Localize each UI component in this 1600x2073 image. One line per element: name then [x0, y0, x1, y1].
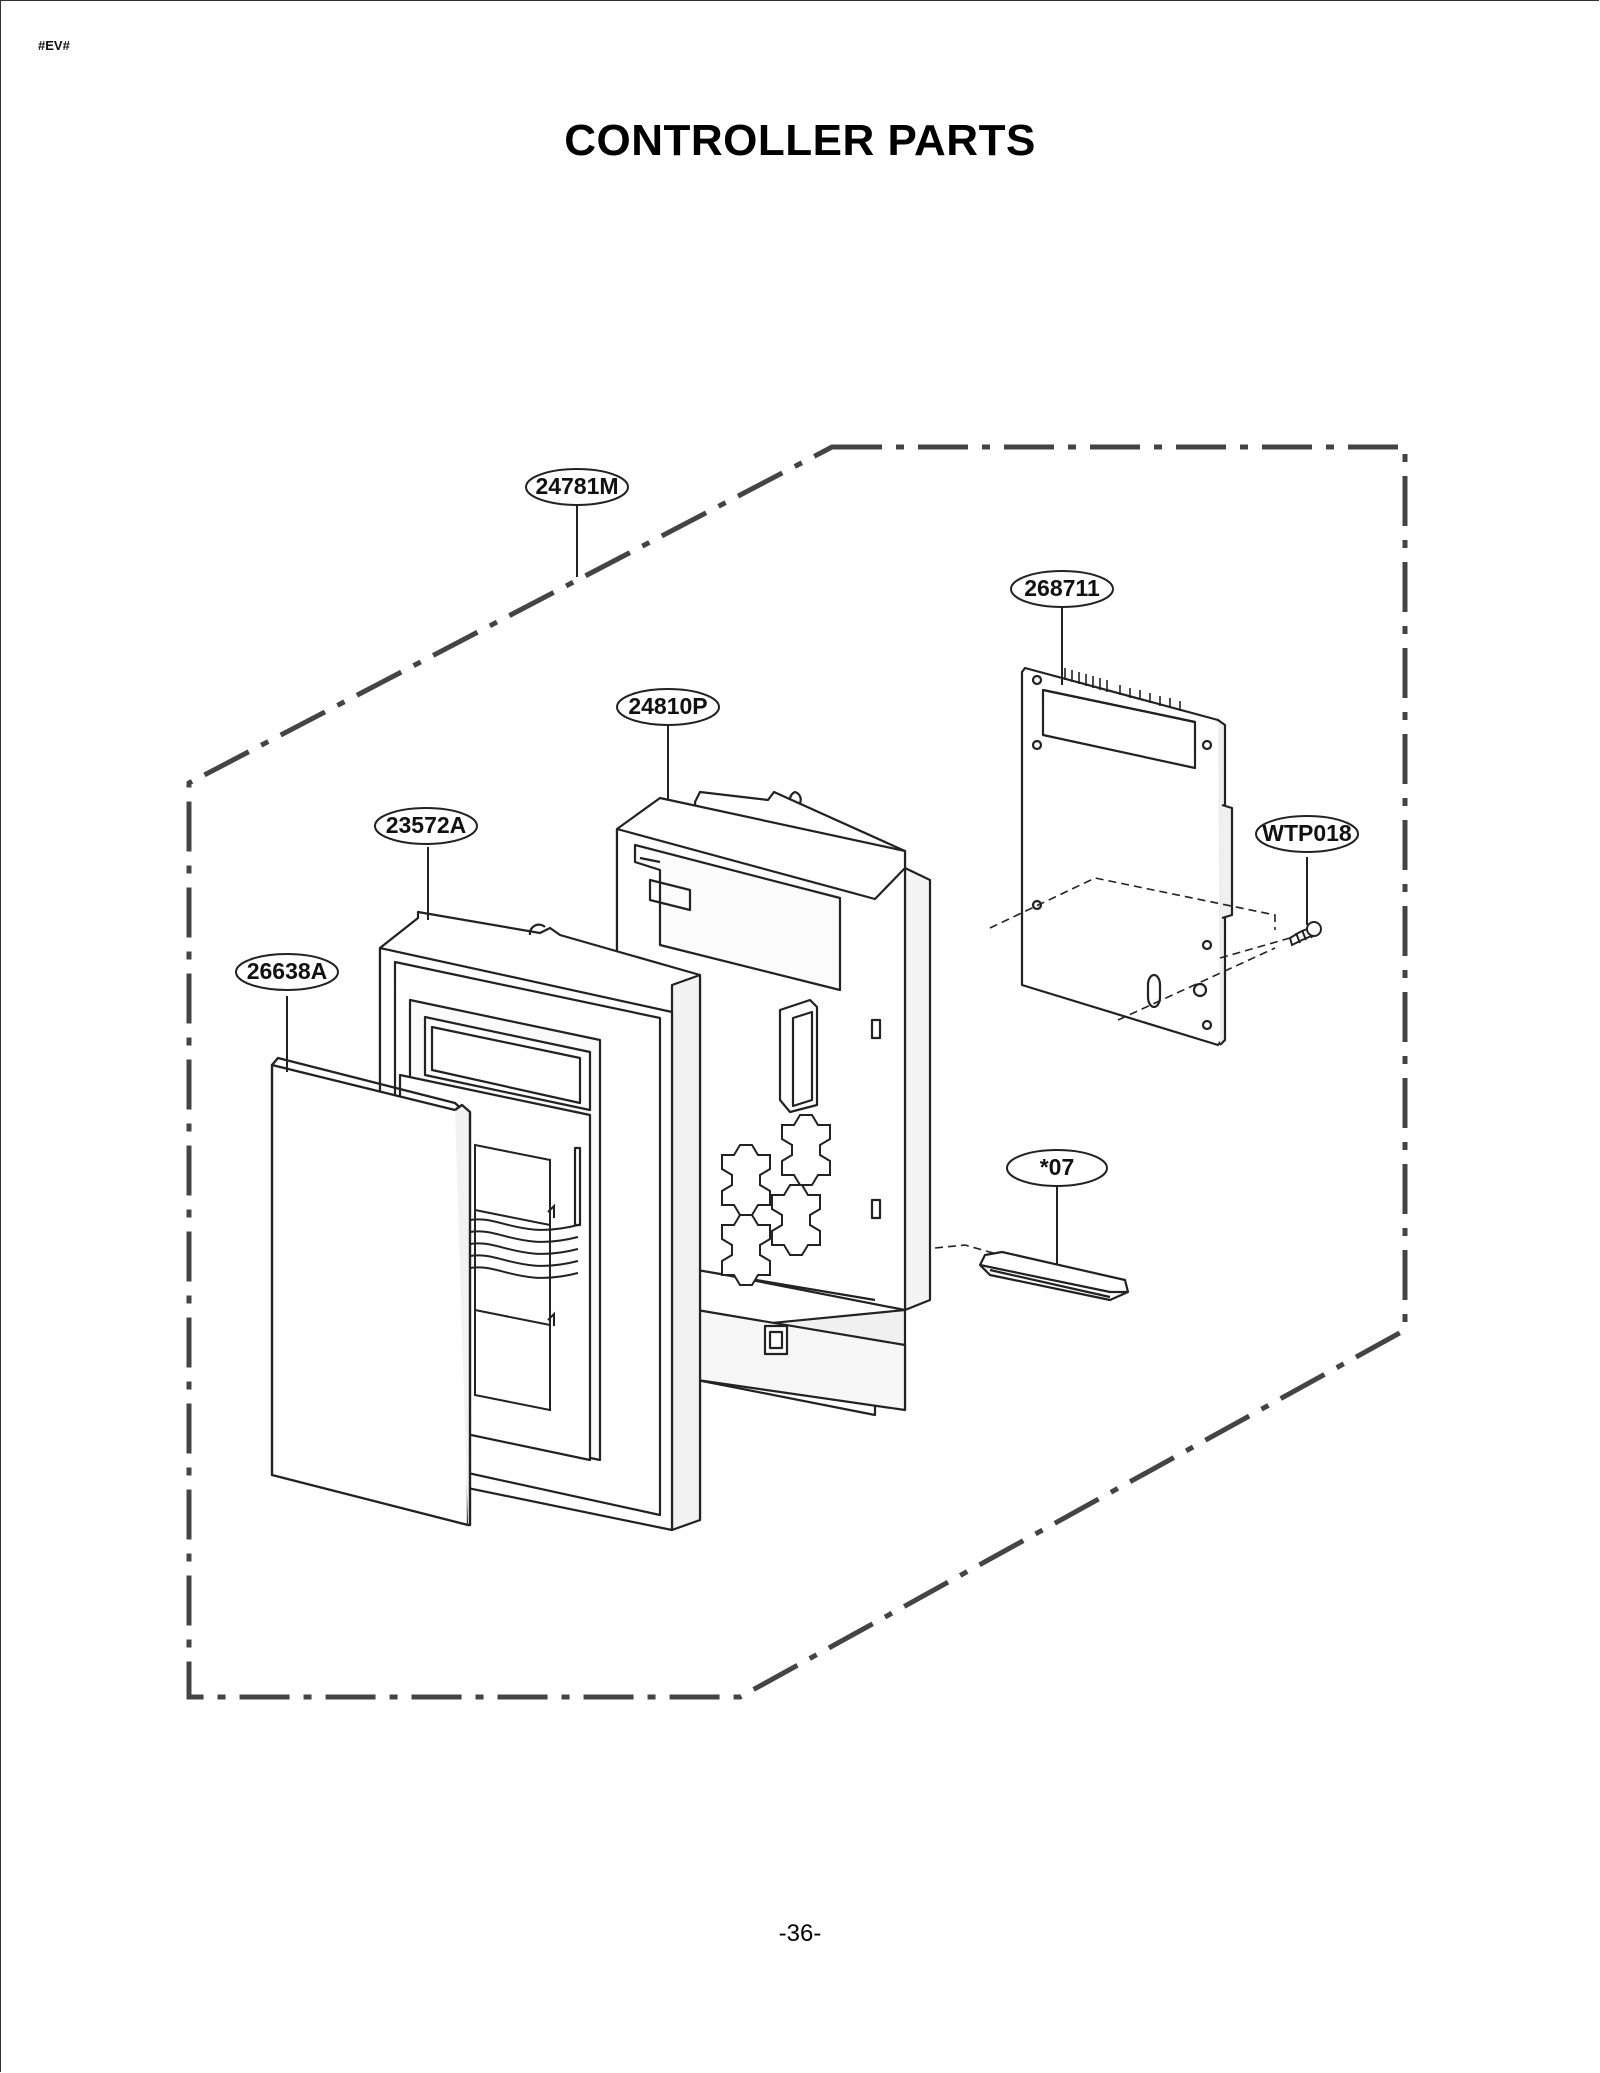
leader-lines [286, 504, 1308, 1265]
frame-keypad [469, 1143, 579, 1412]
pcb-board [1020, 666, 1234, 1047]
callout-07: *07 [1006, 1149, 1108, 1187]
callout-24810P-label: 24810P [628, 693, 707, 719]
callout-WTP018: WTP018 [1255, 815, 1359, 853]
callout-26638A-label: 26638A [247, 958, 328, 984]
callout-23572A-label: 23572A [386, 812, 467, 838]
callout-26638A: 26638A [235, 953, 339, 991]
header-tag: #EV# [38, 38, 70, 53]
callout-24810P: 24810P [616, 688, 720, 726]
callout-07-label: *07 [1040, 1154, 1075, 1180]
page-title: CONTROLLER PARTS [564, 116, 1036, 165]
callout-268711-label: 268711 [1024, 575, 1100, 601]
cover-panel [270, 1056, 472, 1527]
housing-button-holes [721, 1114, 831, 1286]
pcb-connector-pins [1064, 668, 1181, 711]
assembly-boundary [186, 444, 1408, 1700]
screw-part [1288, 921, 1322, 947]
connector-part [978, 1250, 1130, 1302]
callout-24781M: 24781M [525, 468, 629, 506]
callout-24781M-label: 24781M [535, 473, 618, 499]
page-number: -36- [778, 1920, 822, 1947]
callout-268711: 268711 [1010, 570, 1114, 608]
mounting-guides [934, 877, 1291, 1256]
callout-23572A: 23572A [374, 807, 478, 845]
callout-WTP018-label: WTP018 [1262, 820, 1352, 846]
